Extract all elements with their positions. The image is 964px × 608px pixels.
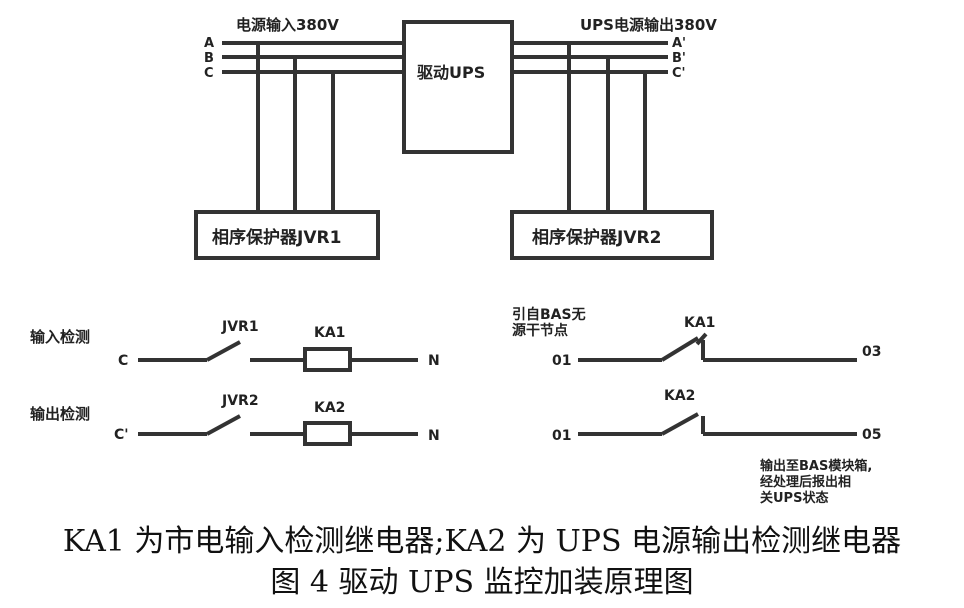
ups-box (402, 20, 514, 154)
ka1-coil-label: KA1 (314, 325, 345, 341)
ka2-coil-label: KA2 (314, 400, 345, 416)
jvr1-label: 相序保护器JVR1 (212, 227, 341, 248)
ka1-contact-label: KA1 (684, 315, 715, 331)
c-out-terminal: C' (114, 427, 129, 443)
jvr1-contact (206, 340, 241, 362)
terminal-01-bottom: 01 (552, 428, 571, 444)
phase-b-out-label: B' (672, 51, 686, 66)
output-detect-label: 输出检测 (30, 405, 90, 423)
wiring (138, 20, 857, 446)
jvr2-contact (206, 414, 241, 436)
jvr2-box (510, 210, 714, 260)
ka1-contact-blade (660, 336, 700, 362)
ka2-coil (303, 421, 352, 446)
input-detect-label: 输入检测 (30, 328, 90, 346)
ups-output-label: UPS电源输出380V (580, 16, 717, 34)
phase-a-out-label: A' (672, 36, 686, 51)
jvr1-box (194, 210, 380, 260)
ka2-contact-blade (661, 412, 699, 436)
ka1-contact-tick (695, 332, 708, 346)
terminal-03: 03 (862, 344, 881, 360)
ka1-coil (303, 347, 352, 372)
phase-c-out-label: C' (672, 66, 686, 81)
bas-note-line2: 经处理后报出相 (760, 474, 851, 490)
terminal-05: 05 (862, 427, 881, 443)
bas-source-line1: 引自BAS无 (512, 306, 586, 323)
ups-label: 驱动UPS (417, 63, 485, 82)
jvr2-label: 相序保护器JVR2 (532, 227, 661, 248)
bas-source-line2: 源干节点 (512, 322, 568, 339)
phase-b-in-label: B (204, 51, 214, 66)
n1-terminal: N (428, 353, 440, 369)
input-power-label: 电源输入380V (236, 16, 339, 34)
c-in-terminal: C (118, 353, 128, 369)
caption-line1: KA1 为市电输入检测继电器;KA2 为 UPS 电源输出检测继电器 (63, 524, 901, 559)
ka2-contact-label: KA2 (664, 388, 695, 404)
n2-terminal: N (428, 428, 440, 444)
bas-note-line1: 输出至BAS模块箱, (760, 458, 872, 474)
phase-a-in-label: A (204, 36, 214, 51)
phase-c-in-label: C (204, 66, 214, 81)
jvr2-contact-label: JVR2 (221, 393, 259, 409)
jvr1-contact-label: JVR1 (221, 319, 259, 335)
bas-note-line3: 关UPS状态 (760, 490, 828, 506)
figure-title: 图 4 驱动 UPS 监控加装原理图 (270, 565, 693, 600)
terminal-01-top: 01 (552, 353, 571, 369)
